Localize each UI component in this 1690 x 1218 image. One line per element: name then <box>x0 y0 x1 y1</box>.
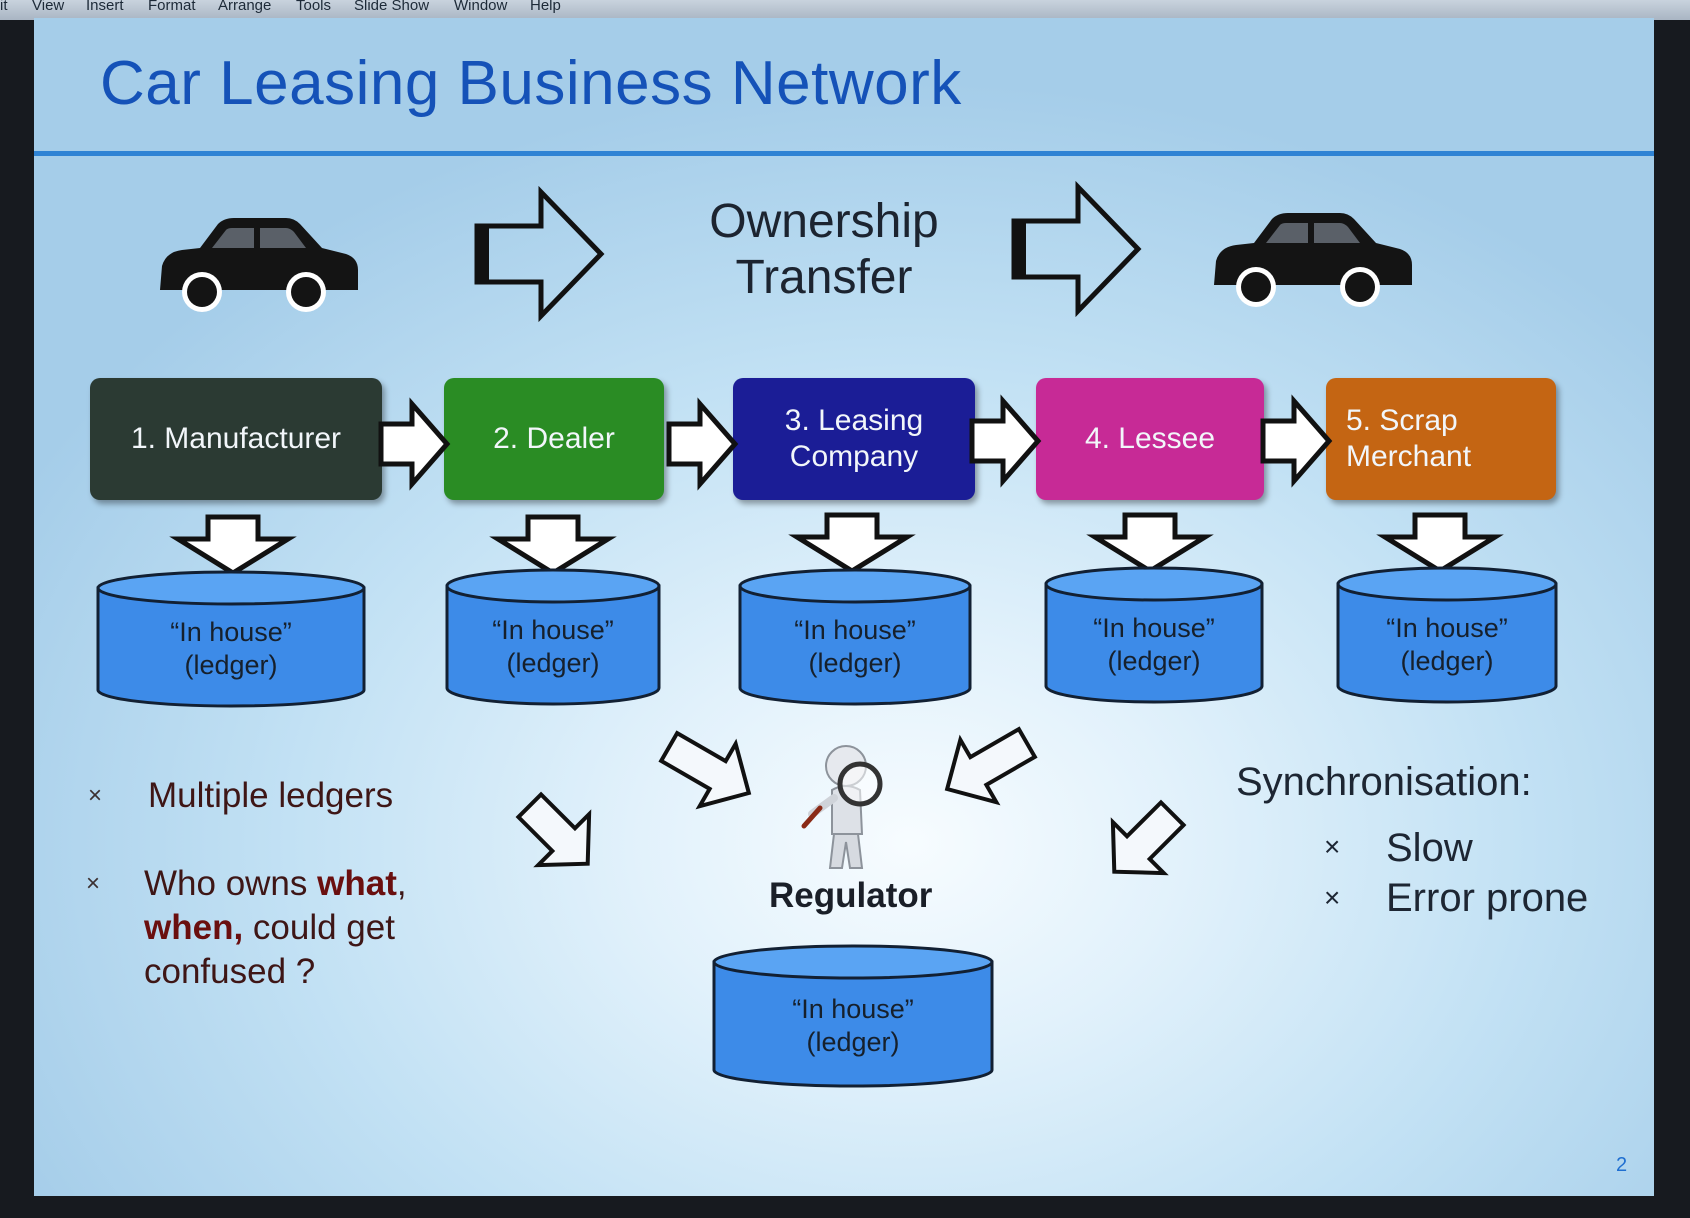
slide-title: Car Leasing Business Network <box>100 49 962 118</box>
menu-item-format[interactable]: Format <box>148 0 196 14</box>
stage-box-dealer: 2. Dealer <box>444 378 664 500</box>
ledger-label-line1: “In house” <box>1093 613 1215 643</box>
menu-item-edit[interactable]: it <box>0 0 8 14</box>
big-arrow-right-icon-2 <box>1011 180 1142 318</box>
stage-box-lessee: 4. Lessee <box>1036 378 1264 500</box>
menu-item-slide-show[interactable]: Slide Show <box>354 0 430 14</box>
bullet-text-bold: what <box>317 864 397 903</box>
car-icon-right <box>1214 213 1412 307</box>
bullet-x-icon: × <box>88 782 103 809</box>
menu-item-window[interactable]: Window <box>454 0 508 14</box>
menu-bar: it View Insert Format Arrange Tools Slid… <box>0 0 1690 20</box>
ledger-label-line2: (ledger) <box>808 648 902 678</box>
stage-box-leasing-company: 3. Leasing Company <box>733 378 975 500</box>
sync-heading: Synchronisation: <box>1236 760 1532 804</box>
flow-arrow-right-icon-3 <box>969 394 1042 488</box>
bullet-text-part: could get <box>243 908 395 947</box>
ledger-label-line2: (ledger) <box>506 648 600 678</box>
ownership-label-line1: Ownership <box>709 195 939 248</box>
ledger-cylinder: “In house” (ledger) <box>96 570 366 710</box>
stage-label-line2: Merchant <box>1346 440 1472 473</box>
ledger-label-line1: “In house” <box>1386 613 1508 643</box>
flow-arrow-right-icon-4 <box>1260 394 1333 488</box>
car-icon-left <box>160 218 358 312</box>
diagonal-arrow-icon-2 <box>658 730 752 810</box>
stage-label-line1: 3. Leasing <box>784 404 924 437</box>
stage-label-line2: Company <box>789 440 919 473</box>
ledger-label-line1: “In house” <box>794 615 916 645</box>
ownership-transfer-label: Ownership Transfer <box>654 194 994 306</box>
title-divider <box>34 151 1654 156</box>
diagonal-arrow-icon-3 <box>944 726 1038 806</box>
slide: Car Leasing Business Network Ownership T… <box>34 18 1654 1196</box>
down-arrow-icon-3 <box>788 512 916 574</box>
down-arrow-icon-5 <box>1376 512 1504 574</box>
sync-item-error-prone: Error prone <box>1386 876 1589 920</box>
ledger-cylinder: “In house” (ledger) <box>738 568 972 708</box>
bullet-multiple-ledgers: Multiple ledgers <box>148 776 394 815</box>
ledger-label-line2: (ledger) <box>806 1027 900 1057</box>
down-arrow-icon-2 <box>489 514 617 576</box>
bullet-text-bold: when, <box>144 908 244 947</box>
down-arrow-icon-1 <box>169 514 297 576</box>
ledger-label-line1: “In house” <box>492 615 614 645</box>
ledger-label-line2: (ledger) <box>1400 646 1494 676</box>
ledger-cylinder: “In house” (ledger) <box>445 568 661 708</box>
ledger-cylinder: “In house” (ledger) <box>1044 566 1264 706</box>
menu-item-tools[interactable]: Tools <box>296 0 332 14</box>
menu-item-arrange[interactable]: Arrange <box>218 0 272 14</box>
diagonal-arrow-icon-1 <box>515 791 592 868</box>
flow-arrow-right-icon-2 <box>666 397 739 491</box>
bullet-x-icon: × <box>1324 882 1341 913</box>
stage-label-line1: 2. Dealer <box>493 422 615 455</box>
regulator-magnifier-icon <box>801 745 883 869</box>
bullet-who-owns: Who owns what, when, could get confused … <box>144 862 407 994</box>
bullet-text-part: Who owns <box>144 864 318 903</box>
ledger-label-line1: “In house” <box>170 617 292 647</box>
ledger-label-line2: (ledger) <box>184 650 278 680</box>
menu-item-view[interactable]: View <box>32 0 65 14</box>
big-arrow-right-icon-1 <box>474 185 605 323</box>
bullet-x-icon: × <box>86 870 101 897</box>
bullet-x-icon: × <box>1324 831 1341 862</box>
diagonal-arrow-icon-4 <box>1110 799 1187 876</box>
ownership-label-line2: Transfer <box>735 251 913 304</box>
stage-label-line1: 5. Scrap <box>1346 404 1458 437</box>
page-number: 2 <box>1616 1154 1628 1176</box>
flow-arrow-right-icon-1 <box>378 397 451 491</box>
ledger-cylinder: “In house” (ledger) <box>1336 566 1558 706</box>
regulator-label: Regulator <box>769 876 933 915</box>
ledger-label-line1: “In house” <box>792 994 914 1024</box>
menu-item-insert[interactable]: Insert <box>86 0 124 14</box>
bullet-text-part: confused ? <box>144 952 316 991</box>
stage-box-manufacturer: 1. Manufacturer <box>90 378 382 500</box>
sync-item-slow: Slow <box>1386 826 1473 870</box>
stage-label-line1: 1. Manufacturer <box>130 422 342 455</box>
regulator-ledger-cylinder: “In house” (ledger) <box>712 944 994 1090</box>
ledger-label-line2: (ledger) <box>1107 646 1201 676</box>
bullet-text-part: , <box>396 864 407 903</box>
stage-box-scrap-merchant: 5. Scrap Merchant <box>1326 378 1556 500</box>
menu-item-help[interactable]: Help <box>530 0 561 14</box>
down-arrow-icon-4 <box>1086 512 1214 574</box>
stage-label-line1: 4. Lessee <box>1084 422 1216 455</box>
